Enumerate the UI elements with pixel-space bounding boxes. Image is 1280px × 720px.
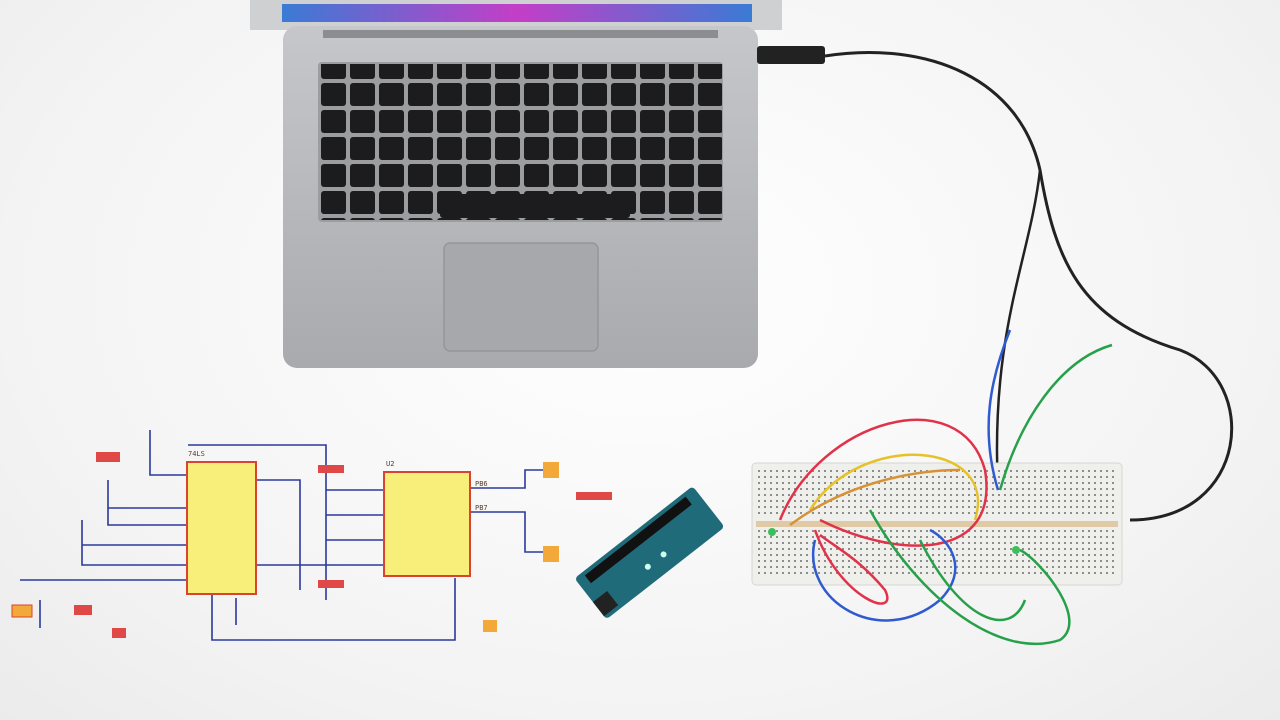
chip-right-pin-a: PB6 — [475, 480, 488, 488]
led-green — [1012, 546, 1020, 554]
schematic-wire — [107, 480, 188, 526]
arduino-board — [576, 487, 724, 618]
schematic-resistor — [112, 628, 126, 638]
schematic-capacitor — [543, 546, 559, 562]
chip-left-label: 74LS — [188, 450, 205, 458]
schematic-capacitor — [483, 620, 497, 632]
laptop-hinge — [323, 30, 718, 38]
trackpad — [443, 242, 599, 352]
led-green-2 — [768, 528, 776, 536]
breadboard — [751, 462, 1123, 586]
wire-red-2 — [813, 529, 889, 605]
chip-right-label: U2 — [386, 460, 394, 468]
schematic-wire — [211, 578, 456, 641]
schematic-chips: 74LS U2 PB6 PB7 — [11, 450, 612, 638]
arduino-header — [584, 496, 692, 584]
schematic-crystal — [11, 604, 33, 618]
wire-orange-1 — [789, 468, 961, 527]
spacebar — [440, 194, 630, 218]
arduino-chip-dot — [644, 563, 651, 570]
schematic-resistor — [318, 580, 344, 588]
schematic-wire — [149, 430, 188, 476]
arduino-pcb — [576, 487, 724, 618]
jumper-wires — [768, 329, 1113, 646]
breadboard-channel — [756, 521, 1118, 527]
wire-green-1 — [868, 509, 1071, 646]
schematic-resistor — [74, 605, 92, 615]
laptop — [250, 0, 825, 368]
wire-red-1 — [778, 418, 988, 547]
usb-cable — [824, 51, 1234, 522]
schematic-chip-left — [186, 461, 257, 595]
wire-green-3 — [998, 343, 1113, 491]
laptop-screen-edge — [282, 4, 752, 22]
schematic — [20, 430, 545, 641]
schematic-chip-right — [383, 471, 471, 577]
chip-right-pin-b: PB7 — [475, 504, 488, 512]
schematic-capacitor — [543, 462, 559, 478]
arduino-connector — [592, 590, 619, 617]
usb-cable-branch — [995, 169, 1042, 491]
schematic-wire — [470, 511, 545, 553]
breadboard-holes-top — [756, 470, 1118, 518]
schematic-resistor — [576, 492, 612, 500]
schematic-resistor — [318, 465, 344, 473]
wire-blue-1 — [812, 528, 957, 622]
wire-green-2 — [918, 539, 1027, 622]
schematic-resistor — [96, 452, 120, 462]
wire-blue-2 — [987, 329, 1012, 491]
arduino-chip-dot-2 — [660, 551, 667, 558]
schematic-wire — [256, 479, 301, 590]
usb-plug — [757, 46, 825, 64]
wire-yellow-1 — [808, 453, 979, 521]
schematic-wire — [470, 469, 545, 489]
schematic-wire — [81, 520, 188, 566]
schematic-wire — [188, 444, 327, 600]
